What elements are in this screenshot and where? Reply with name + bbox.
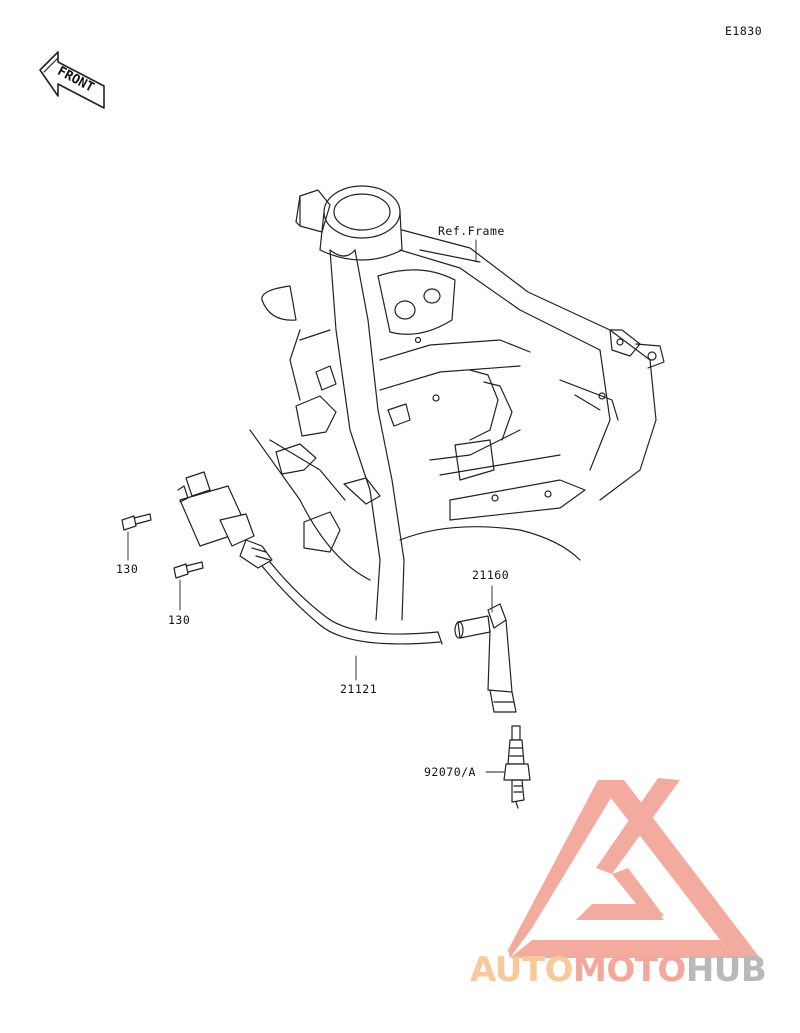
watermark-text: AUTOMOTOHUB (470, 950, 800, 990)
label-ignition-coil: 21121 (340, 682, 378, 696)
watermark-logo-icon (508, 778, 760, 958)
label-plug-cap: 21160 (472, 568, 510, 582)
label-spark-plug: 92070/A (424, 765, 476, 779)
spark-plug-cap (454, 603, 517, 713)
bolt-lower (173, 561, 204, 579)
ht-lead (261, 561, 443, 645)
label-ref-frame: Ref.Frame (438, 224, 505, 238)
front-arrow-icon: FRONT (39, 51, 105, 109)
label-bolt-lower: 130 (168, 613, 191, 627)
bolt-upper (121, 513, 152, 531)
diagram-code: E1830 (725, 24, 763, 38)
watermark-auto: AUTO (470, 950, 573, 990)
frame-assembly (249, 185, 665, 621)
spark-plug (503, 725, 531, 809)
watermark-hub: HUB (685, 950, 767, 990)
ignition-coil (177, 471, 273, 569)
watermark-moto: MOTO (572, 950, 686, 990)
label-bolt-upper: 130 (116, 562, 139, 576)
leader-lines (127, 239, 505, 773)
